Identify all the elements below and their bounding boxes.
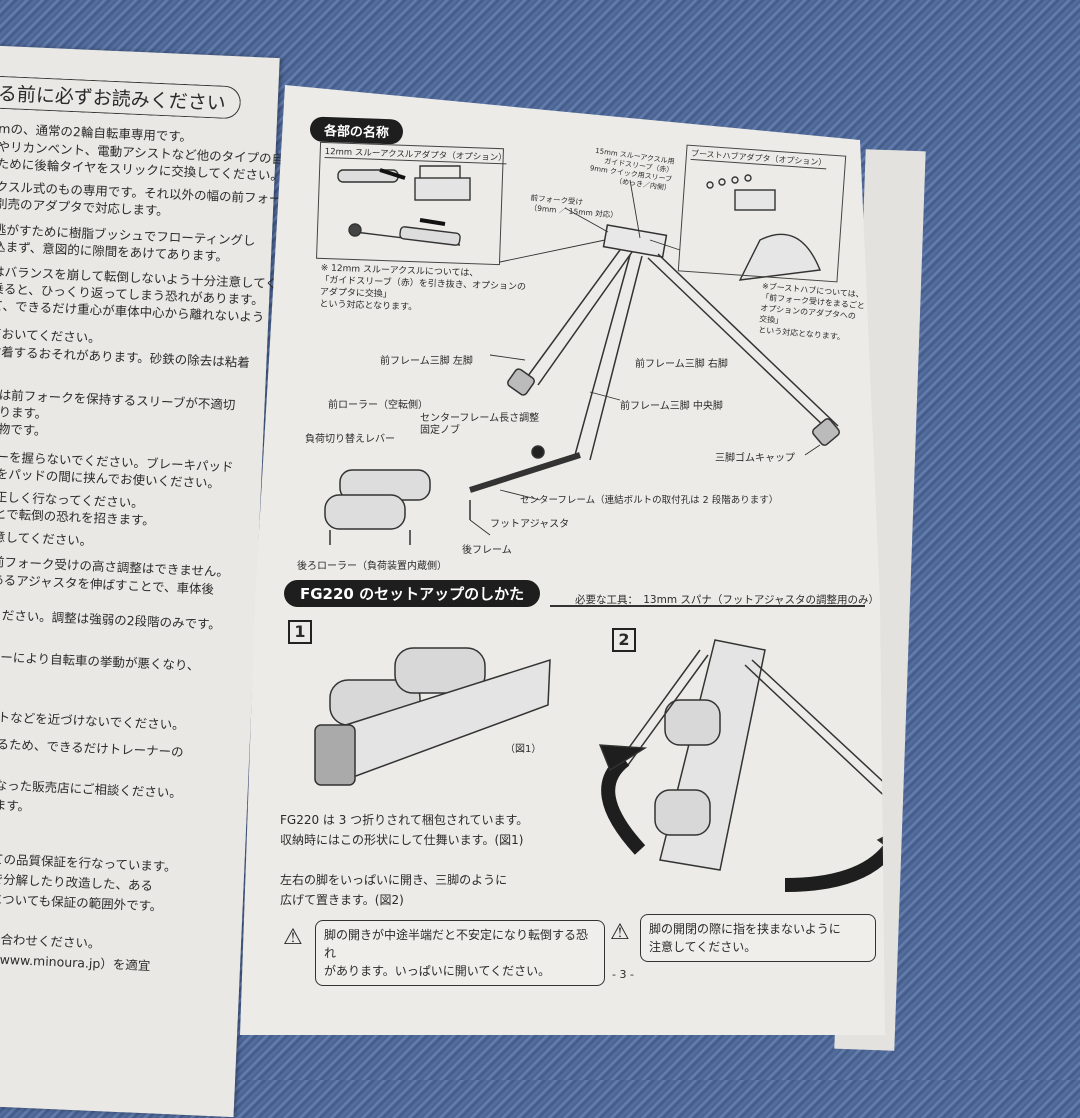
label-rear-frame: 後フレーム — [462, 545, 512, 556]
adapter-12mm-title: 12mm スルーアクスルアダプタ（オプション） — [324, 144, 507, 165]
left-page-line: 注意してください。 — [0, 528, 93, 549]
rotate-right-arrow-icon — [784, 836, 885, 892]
fig2-caption: （図2） — [910, 882, 947, 893]
fig2-trainer-illustration — [619, 639, 885, 871]
label-center-leg: 前フレーム三脚 中央脚 — [620, 401, 723, 412]
label-line: センターフレーム長さ調整 — [420, 413, 540, 424]
left-page-line: 禁物です。 — [0, 420, 47, 439]
step2-text: 左右の脚をいっぱいに開き、三脚のように 広げて置きます。(図2) — [280, 870, 507, 910]
left-page-line: ペットなどを近づけないでください。 — [0, 708, 185, 733]
rotate-left-arrow-icon — [601, 754, 646, 855]
illustrations — [314, 165, 885, 892]
warning-box-1: 脚の開きが中途半端だと不安定になり転倒する恐れ があります。いっぱいに開いてくだ… — [315, 920, 605, 986]
label-knob: センターフレーム長さ調整 固定ノブ — [420, 413, 539, 437]
text-line: FG220 は 3 つ折りされて梱包されています。 — [280, 813, 529, 827]
arrow-icon — [379, 168, 406, 180]
label-load-lever: 負荷切り替えレバー — [305, 434, 395, 445]
fig1-caption: （図1） — [505, 744, 542, 755]
boost-hub-note: ※ブーストハブについては、 「前フォーク受けをまるごと オプションのアダプタへの… — [758, 281, 866, 345]
boost-hub-illustration — [706, 174, 821, 281]
warning-line: 注意してください。 — [649, 940, 757, 954]
step-2-badge: 2 — [612, 628, 636, 652]
arrow-icon — [419, 218, 446, 226]
left-page-line: 上するため、できるだけトレーナーの — [0, 735, 184, 760]
label-rubber-cap: 三脚ゴムキャップ — [715, 453, 795, 464]
left-page-line: なります。 — [0, 796, 31, 814]
arrowhead-icon — [598, 744, 648, 772]
warning-icon: ⚠ — [610, 920, 630, 945]
warning-line: 脚の開閉の際に指を挟まないように — [649, 922, 841, 936]
adapter-12mm-note: ※ 12mm スルーアクスルについては、 「ガイドスリーブ（赤）を引き抜き、オプ… — [319, 262, 526, 317]
step1-text: FG220 は 3 つ折りされて梱包されています。 収納時にはこの形状にして仕舞… — [280, 810, 528, 850]
left-page-line: 付着するおそれがあります。砂鉄の除去は粘着 — [0, 343, 250, 371]
section-title-parts: 各部の名称 — [309, 116, 404, 145]
label-rear-roller: 後ろローラー（負荷装置内蔵側） — [297, 561, 447, 572]
text-line: 収納時にはこの形状にして仕舞います。(図1) — [280, 833, 524, 847]
warning-icon: ⚠ — [283, 925, 303, 950]
label-left-leg: 前フレーム三脚 左脚 — [380, 356, 473, 367]
warning-line: があります。いっぱいに開いてください。 — [324, 964, 551, 978]
left-page-line: ーラーにより自転車の挙動が悪くなり、 — [0, 648, 200, 674]
label-center-frame: センターフレーム（連結ボルトの取付孔は 2 段階あります） — [520, 495, 779, 506]
boost-hub-box: ブーストハブアダプタ（オプション） — [677, 144, 847, 283]
left-page-line: イト（www.minoura.jp）を適宜 — [0, 950, 151, 974]
left-page-line: お問い合わせください。 — [0, 930, 101, 952]
label-foot-adjuster: フットアジャスタ — [490, 519, 570, 530]
warning-line: 脚の開きが中途半端だと不安定になり転倒する恐れ — [324, 928, 589, 960]
label-right-leg: 前フレーム三脚 右脚 — [635, 359, 728, 370]
adapter-12mm-box: 12mm スルーアクスルアダプタ（オプション） — [316, 141, 507, 266]
label-front-roller: 前ローラー（空転側） — [328, 400, 428, 411]
warning-box-2: 脚の開閉の際に指を挟まないように 注意してください。 — [640, 914, 876, 962]
left-page-lines: mの、通常の2輪自転車専用です。やリカンベント、電動アシストなど他のタイプの自転… — [0, 45, 297, 973]
fig1-trainer-illustration — [314, 647, 551, 786]
text-line: 左右の脚をいっぱいに開き、三脚のように — [280, 873, 508, 887]
page-number: - 3 - — [612, 968, 634, 981]
required-tools: 必要な工具： 13mm スパナ（フットアジャスタの調整用のみ） — [575, 594, 879, 606]
left-page-title: る前に必ずお読みください — [0, 75, 242, 120]
label-line: 固定ノブ — [420, 425, 460, 436]
text-line: 広げて置きます。(図2) — [280, 893, 404, 907]
step-1-badge: 1 — [288, 620, 312, 644]
right-page: 各部の名称 12mm スルーアクスルアダプタ（オプション） ※ 12mm スルー… — [240, 85, 947, 1035]
tripod-illustration — [324, 224, 840, 545]
left-page-line: てください。調整は強弱の2段階のみです。 — [0, 606, 222, 633]
left-page: る前に必ずお読みください mの、通常の2輪自転車専用です。やリカンベント、電動ア… — [0, 45, 297, 1118]
section-title-setup: FG220 のセットアップのしかた — [284, 580, 541, 607]
